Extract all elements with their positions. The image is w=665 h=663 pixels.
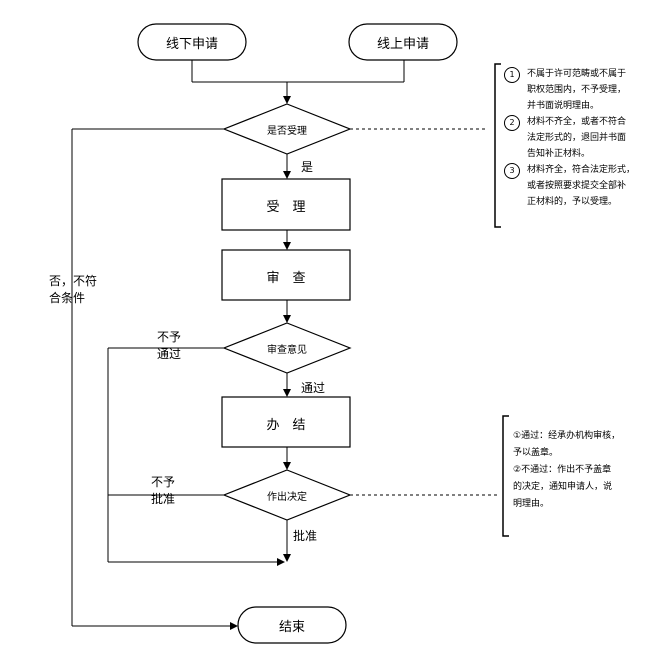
pass-label: 通过: [301, 381, 326, 395]
note-accept-item: 1 不属于许可范畴或不属于 职权范围内，不予受理， 并书面说明理由。: [504, 66, 635, 114]
note-accept-text: 并书面说明理由。: [527, 101, 600, 111]
decide-label: 作出决定: [267, 492, 307, 503]
note-accept-item: 2 材料不齐全，或者不符合 法定形式的，退回并书面 告知补正材料。: [504, 114, 635, 162]
approve-label: 批准: [293, 529, 318, 543]
note-accept-text: 材料不齐全，或者不符合: [527, 117, 627, 127]
not-approve-label-line2: 批准: [151, 492, 176, 506]
note-accept-text: 职权范围内，不予受理，: [527, 85, 627, 95]
note-decide: ①通过：经承办机构审核， 予以盖章。 ②不通过：作出不予盖章 的决定，通知申请人…: [513, 428, 620, 513]
accept-label: 受 理: [266, 200, 306, 215]
end-node: [237, 606, 347, 644]
online-apply-node: [348, 23, 458, 61]
end-label: 结束: [278, 620, 305, 635]
handle-box: [221, 396, 351, 448]
note-accept-text: 不属于许可范畴或不属于: [527, 69, 627, 79]
note-accept-text: 法定形式的，退回并书面: [527, 133, 627, 143]
note-accept-text: 或者按照要求提交全部补: [527, 181, 627, 191]
yes-label: 是: [301, 160, 314, 174]
review-label: 审 查: [266, 271, 306, 286]
accept-box: [221, 178, 351, 231]
not-pass-label-line1: 不予: [157, 330, 182, 344]
reject-label-line1: 否，不符: [49, 274, 98, 288]
note-decide-text: 予以盖章。: [513, 448, 559, 458]
note-accept-text: 正材料的，予以受理。: [527, 197, 618, 207]
review-opinion-label: 审查意见: [267, 345, 307, 356]
accept-check-label: 是否受理: [267, 126, 307, 137]
note-decide-text: ②不通过：作出不予盖章: [513, 465, 612, 475]
note-accept-text: 告知补正材料。: [527, 149, 591, 159]
not-pass-label-line2: 通过: [157, 347, 182, 361]
not-approve-label-line1: 不予: [151, 475, 176, 489]
note-decide-text: 的决定，通知申请人，说: [513, 482, 613, 492]
handle-label: 办 结: [266, 418, 306, 433]
note-accept-num-2: 2: [504, 115, 520, 131]
note-accept-item: 3 材料齐全，符合法定形式， 或者按照要求提交全部补 正材料的，予以受理。: [504, 162, 635, 210]
note-accept-num-3: 3: [504, 163, 520, 179]
review-box: [221, 249, 351, 301]
reject-label-line2: 合条件: [49, 291, 86, 305]
note-decide-text: ①通过：经承办机构审核，: [513, 431, 621, 441]
note-accept-text: 材料齐全，符合法定形式，: [527, 165, 636, 175]
note-decide-bracket: [502, 415, 509, 537]
note-decide-text: 明理由。: [513, 499, 550, 509]
note-accept-bracket: [494, 63, 501, 228]
note-accept-num-1: 1: [504, 67, 520, 83]
offline-apply-label: 线下申请: [165, 37, 218, 52]
online-apply-label: 线上申请: [376, 37, 429, 52]
note-accept: 1 不属于许可范畴或不属于 职权范围内，不予受理， 并书面说明理由。 2 材料不…: [504, 66, 635, 210]
